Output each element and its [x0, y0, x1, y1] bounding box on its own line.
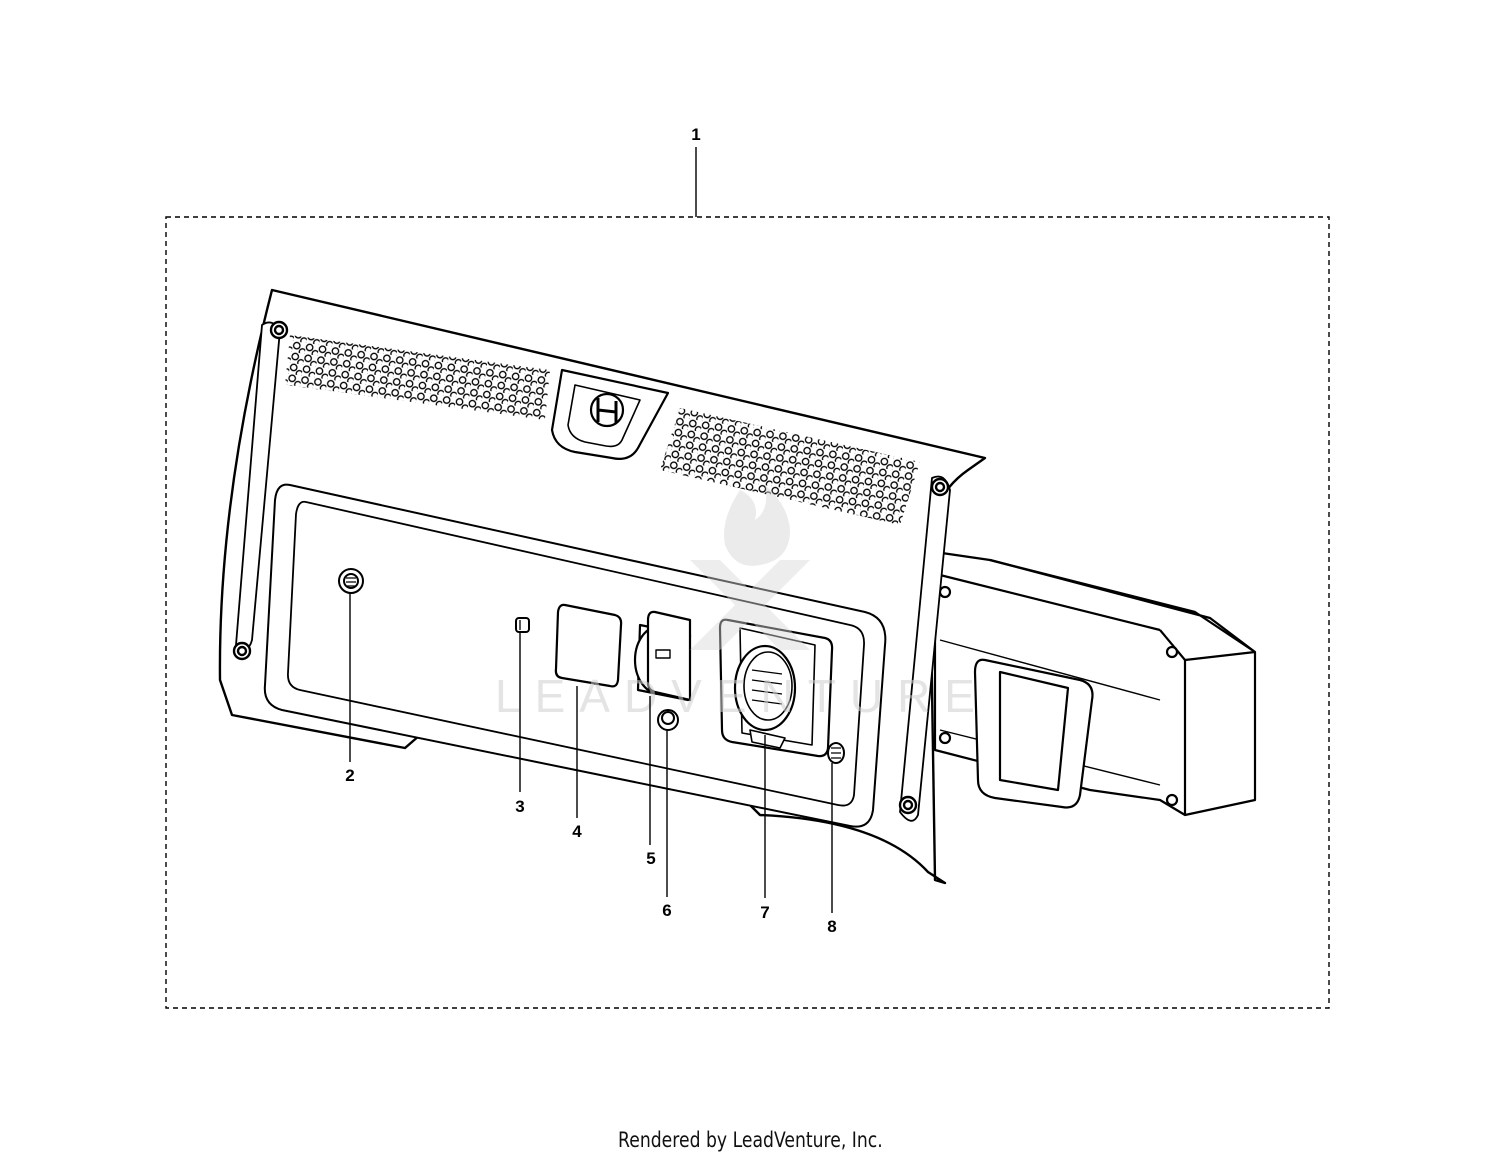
callout-1: 1	[691, 125, 700, 144]
callout-6: 6	[662, 901, 671, 920]
footer-credit-text: Rendered by LeadVenture, Inc.	[617, 1128, 883, 1152]
callout-2: 2	[345, 766, 354, 785]
vent-grille-right	[660, 408, 920, 525]
callouts: 1 2 3 4 5 6 7 8	[345, 125, 836, 936]
brand-logo-icon	[550, 368, 670, 460]
assembly-boundary	[165, 216, 1330, 1009]
callout-5: 5	[646, 849, 655, 868]
rear-box	[933, 550, 1257, 817]
callout-8: 8	[827, 917, 836, 936]
part-7-outlet	[718, 618, 834, 758]
footer-credit: Rendered by LeadVenture, Inc.	[0, 1128, 1500, 1152]
vent-grille-left	[285, 335, 550, 420]
part-2-knob	[338, 568, 364, 594]
part-6-button	[657, 709, 679, 731]
callout-4: 4	[572, 822, 582, 841]
leader-lines	[349, 147, 833, 913]
watermark-text: LEADVENTURE	[495, 670, 989, 722]
watermark: LEADVENTURE	[495, 485, 989, 722]
part-3-screw	[515, 617, 530, 633]
callout-3: 3	[515, 797, 524, 816]
part-8-ground-screw	[827, 742, 845, 764]
part-4-cover	[554, 603, 623, 688]
callout-7: 7	[760, 903, 769, 922]
part-5-socket	[633, 610, 692, 702]
